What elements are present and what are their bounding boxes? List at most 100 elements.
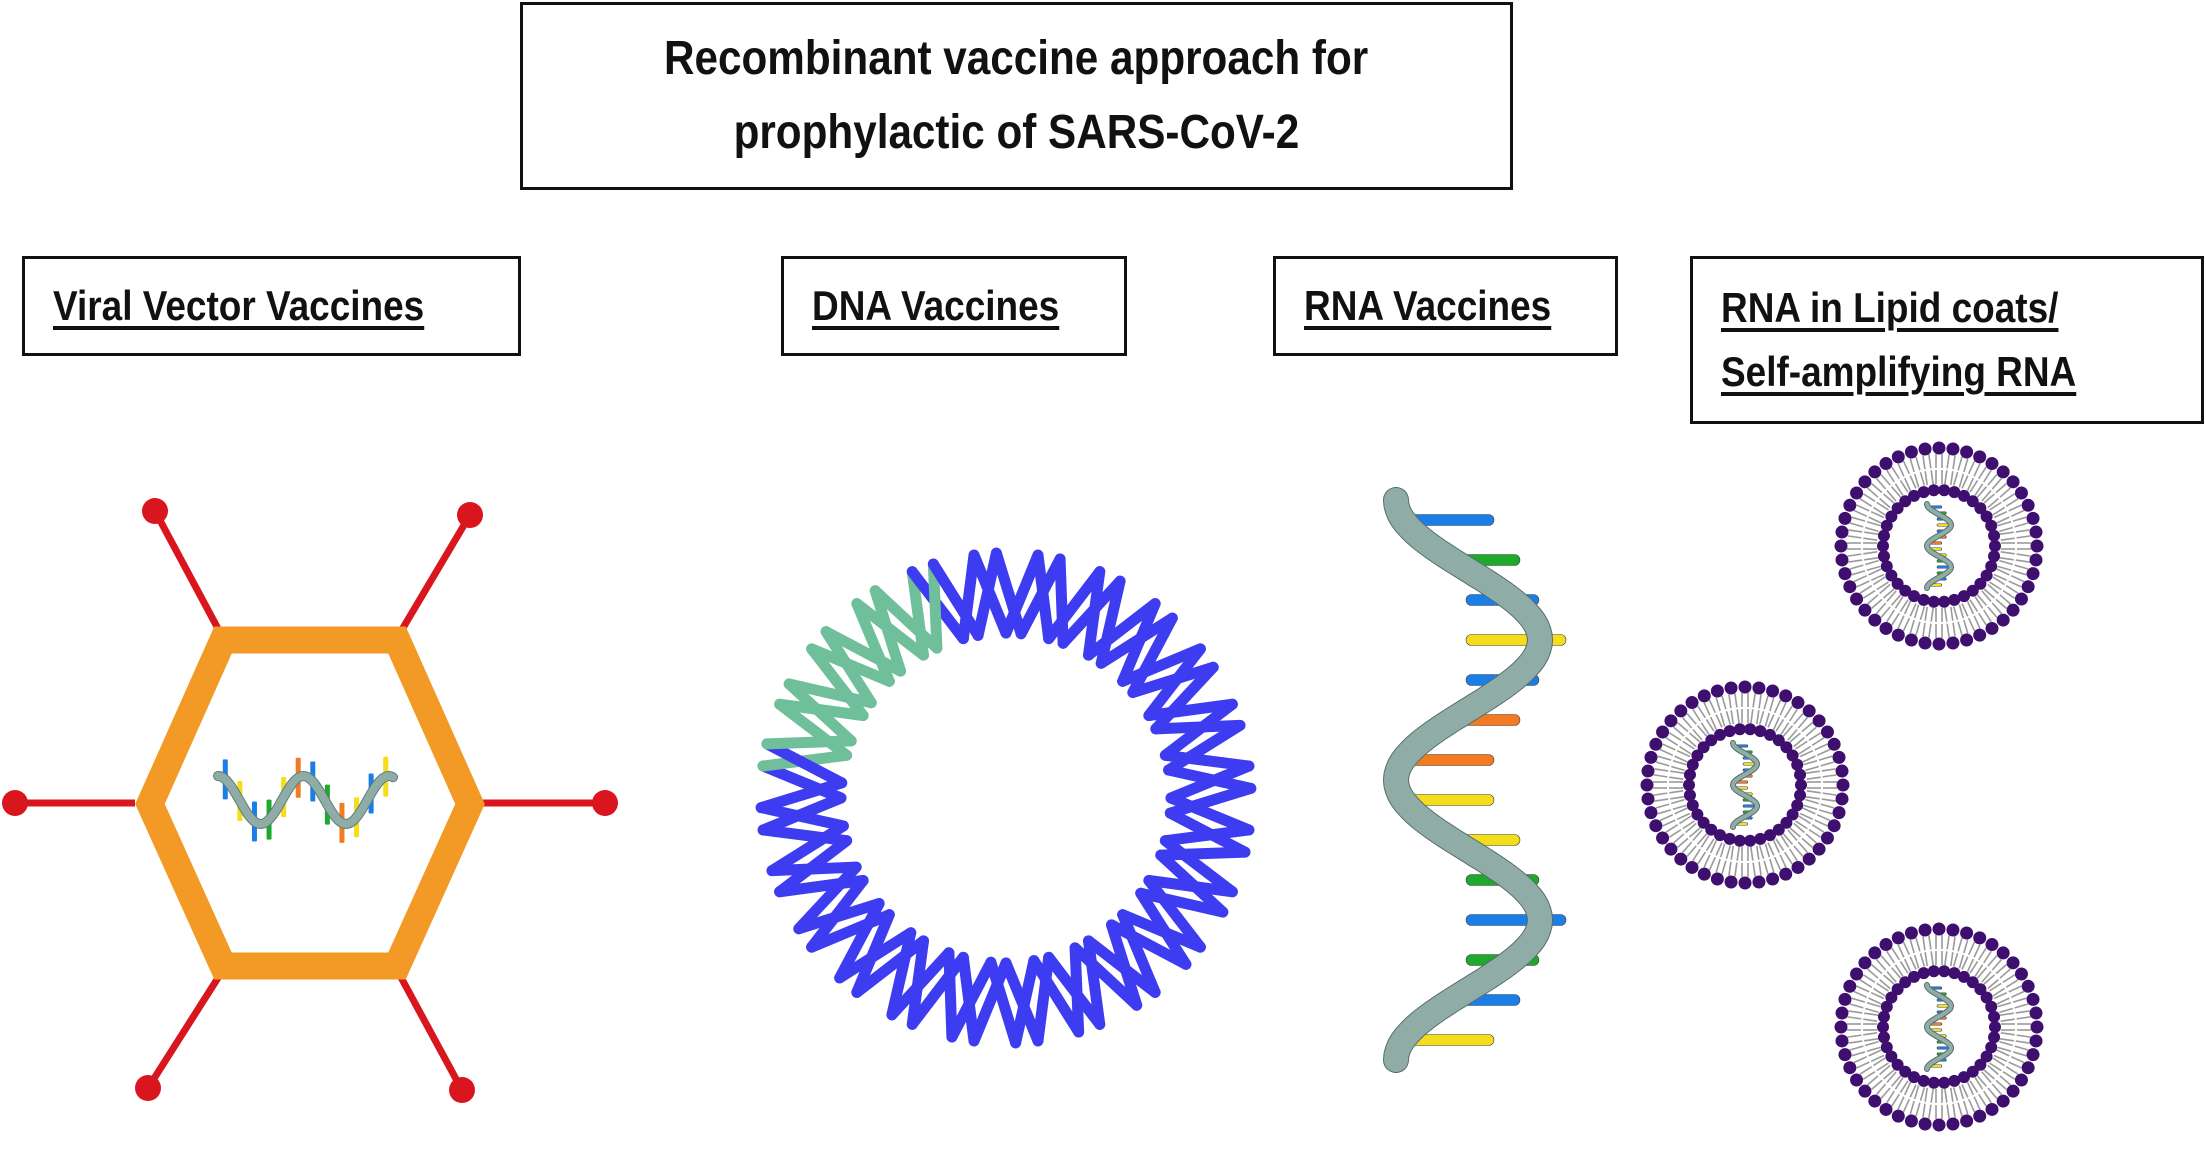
lipid-tail xyxy=(1811,823,1825,833)
lipid-tail xyxy=(1705,838,1715,851)
lipid-head xyxy=(1791,799,1804,812)
lipid-rna-label-box: RNA in Lipid coats/ Self-amplifying RNA xyxy=(1690,256,2204,424)
lipid-tail xyxy=(1674,807,1688,815)
lipid-head xyxy=(1985,519,1998,532)
lipid-head xyxy=(1877,540,1889,552)
lipid-tail xyxy=(1952,472,1959,486)
lipid-tail xyxy=(1903,1081,1912,1096)
lipid-head xyxy=(1752,681,1766,695)
lipid-tail xyxy=(1689,732,1701,743)
lipid-head xyxy=(1772,734,1785,747)
lipid-tail xyxy=(1991,958,2003,971)
plasmid-backbone-segment xyxy=(1095,612,1178,669)
lipid-head xyxy=(1938,965,1951,978)
lipid-head xyxy=(1683,779,1695,791)
lipid-tail xyxy=(1999,1075,2012,1086)
lipid-tail xyxy=(1728,861,1732,876)
plasmid-backbone-segment xyxy=(1127,661,1219,698)
lipid-tail xyxy=(1946,454,1950,469)
lipid-tail xyxy=(1930,470,1934,485)
lipid-tail xyxy=(1750,846,1754,861)
lipid-tail xyxy=(1736,846,1740,861)
lipid-head xyxy=(1843,1061,1857,1075)
lipid-head xyxy=(1899,495,1912,508)
lipid-tail xyxy=(1725,711,1732,725)
lipid-tail xyxy=(1865,559,1879,566)
lipid-tail xyxy=(1856,504,1870,512)
lipid-head xyxy=(1988,550,2001,563)
lipid-tail xyxy=(1897,463,1905,477)
lipid-tail xyxy=(1919,472,1926,486)
lipid-head xyxy=(1908,489,1921,502)
lipid-tail xyxy=(1689,827,1701,838)
lipid-tail xyxy=(1849,1003,1864,1009)
lipid-tail xyxy=(1865,1007,1879,1014)
lipid-tail xyxy=(1976,1075,1988,1087)
lipid-head xyxy=(2026,1048,2040,1062)
lipid-tail xyxy=(1708,856,1717,871)
lipid-tail xyxy=(1848,1040,1863,1044)
lipid-tail xyxy=(1672,833,1685,844)
lipid-head xyxy=(1927,965,1940,978)
lipid-head xyxy=(1985,938,1999,952)
lipid-tail xyxy=(2014,522,2029,528)
lipid-tail xyxy=(1758,694,1762,709)
lipid-tail xyxy=(1983,974,1995,985)
lipid-tail xyxy=(1989,501,2002,511)
lipid-tail xyxy=(1922,1103,1926,1118)
lipid-tail xyxy=(1866,520,1881,527)
lipid-tail xyxy=(1670,770,1685,774)
rna-vaccines-label-box: RNA Vaccines xyxy=(1273,256,1618,356)
lipid-tail xyxy=(1961,475,1969,489)
plasmid-backbone-segment xyxy=(1155,849,1229,918)
lipid-tail xyxy=(2002,1071,2016,1080)
lipid-tail xyxy=(1899,961,1909,974)
lipid-tail xyxy=(1981,490,1992,502)
plasmid-backbone-segment xyxy=(1028,955,1085,1038)
lipid-tail xyxy=(1789,708,1798,722)
lipid-tail xyxy=(1730,845,1734,860)
lipid-tail xyxy=(1866,487,1879,498)
lipid-head xyxy=(1988,529,2001,542)
lipid-tail xyxy=(2012,997,2027,1003)
capsid-hexagon xyxy=(135,626,485,980)
lipid-tail xyxy=(1773,856,1782,871)
lipid-tail xyxy=(1818,809,1833,815)
lipid-tail xyxy=(2015,559,2030,563)
spike-tip xyxy=(449,1077,475,1103)
lipid-head xyxy=(1795,779,1807,791)
lipid-tail xyxy=(1870,963,1883,975)
plasmid-backbone-segment xyxy=(793,898,885,935)
lipid-head xyxy=(2006,475,2020,489)
lipid-tail xyxy=(1873,1057,1886,1067)
lipid-tail xyxy=(1969,961,1979,974)
plasmid-backbone-segment xyxy=(1106,919,1143,1011)
lipid-tail xyxy=(1899,599,1909,612)
lipid-tail xyxy=(1952,1103,1956,1118)
lipid-head xyxy=(1908,590,1921,603)
plasmid-backbone-segment xyxy=(927,558,984,641)
lipid-head xyxy=(1880,1000,1893,1013)
lipid-head xyxy=(1948,967,1961,980)
lipid-tail xyxy=(1957,621,1963,636)
rna-helix-illustration xyxy=(1382,487,1567,1073)
lipid-head xyxy=(1820,831,1834,845)
lipid-tail xyxy=(1913,473,1920,488)
lipid-tail xyxy=(1999,559,2013,566)
lipid-tail xyxy=(1958,954,1965,969)
lipid-head xyxy=(2021,979,2035,993)
lipid-tail xyxy=(1958,604,1965,619)
lipid-tail xyxy=(2015,529,2030,533)
lipid-tail xyxy=(1851,570,1866,576)
lipid-tail xyxy=(1894,483,1904,496)
lipid-head xyxy=(1885,510,1898,523)
lipid-tail xyxy=(1811,737,1825,747)
lipid-head xyxy=(1858,603,1872,617)
lipid-head xyxy=(1683,768,1696,781)
lipid-tail xyxy=(1989,982,2002,992)
lipid-head xyxy=(1710,872,1724,886)
plasmid-backbone-segment xyxy=(943,947,958,1043)
lipid-tail xyxy=(1952,953,1959,967)
lipid-tail xyxy=(1802,755,1816,763)
lipid-head xyxy=(1879,457,1893,471)
